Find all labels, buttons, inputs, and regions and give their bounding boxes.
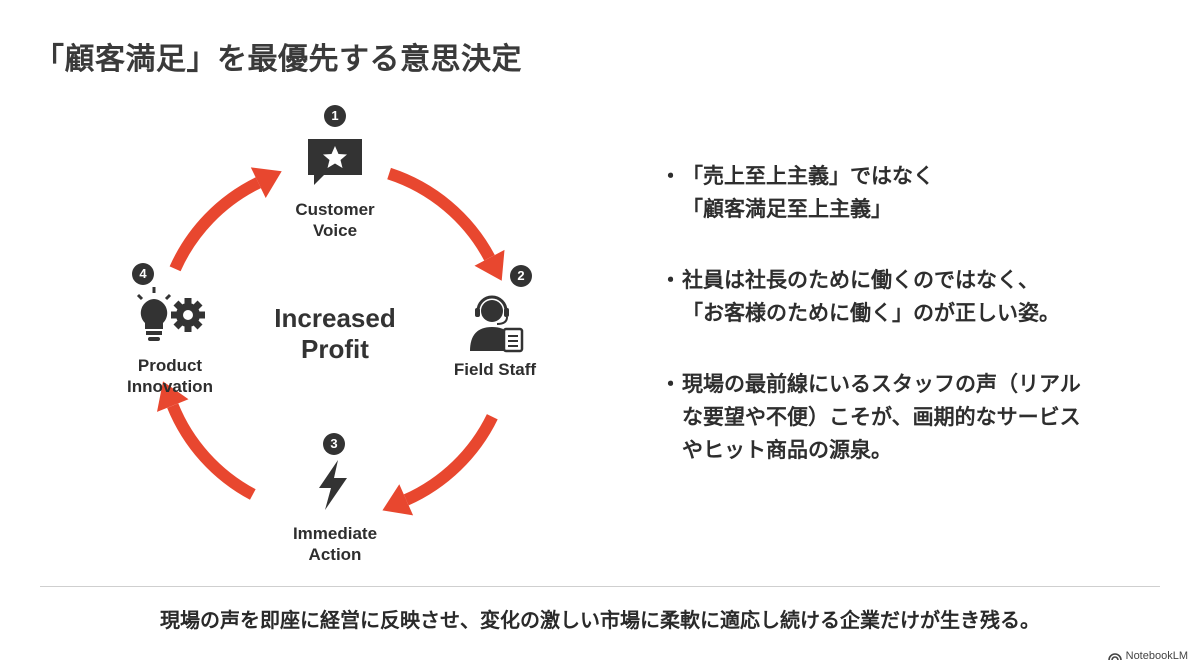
- bullet-item: ・ 「売上至上主義」ではなく 「顧客満足至上主義」: [660, 160, 1180, 226]
- bullet-marker: ・: [660, 268, 681, 292]
- bullet-line: 「売上至上主義」ではなく: [682, 164, 934, 188]
- cycle-diagram: 1 Customer Voice 2 Field Staff 3 Immedia…: [100, 95, 570, 585]
- arrow-staff-to-action-head: [382, 484, 414, 516]
- speech-bubble-star-icon: [308, 139, 362, 185]
- arrow-innovation-to-voice: [169, 177, 261, 272]
- center-label: Increased Profit: [250, 303, 420, 365]
- step-number-1: 1: [324, 105, 346, 127]
- cycle-arrows: [157, 167, 505, 516]
- arrow-innovation-to-voice-head: [250, 167, 282, 198]
- arrow-action-to-innovation: [167, 403, 256, 500]
- bullet-marker: ・: [660, 372, 681, 396]
- lightning-bolt-icon: [319, 460, 347, 510]
- node-label-line2: Innovation: [127, 377, 213, 396]
- arrow-voice-to-staff: [387, 167, 495, 261]
- bullet-marker: ・: [660, 164, 681, 188]
- bullet-item: ・ 社員は社長のために働くのではなく、 「お客様のために働く」のが正しい姿。: [660, 264, 1180, 330]
- slide-title: 「顧客満足」を最優先する意思決定: [34, 42, 522, 77]
- bullet-item: ・ 現場の最前線にいるスタッフの声（リアル な要望や不便）こそが、画期的なサービ…: [660, 368, 1180, 467]
- center-label-line2: Profit: [301, 334, 369, 364]
- node-label-line1: Immediate: [292, 524, 378, 543]
- node-label-line1: Product: [137, 356, 203, 375]
- node-label-line1: Field Staff: [453, 360, 537, 379]
- node-label-line2: Action: [308, 545, 362, 564]
- bullet-line: な要望や不便）こそが、画期的なサービス: [682, 405, 1081, 429]
- node-label-line1: Customer: [295, 200, 375, 219]
- bullet-line: 「顧客満足至上主義」: [682, 197, 892, 221]
- bullet-line: 現場の最前線にいるスタッフの声（リアル: [682, 372, 1081, 396]
- node-label-line2: Voice: [312, 221, 358, 240]
- lightbulb-gear-icon: [136, 287, 205, 341]
- node-immediate-action: Immediate Action: [265, 523, 405, 565]
- bullet-list: ・ 「売上至上主義」ではなく 「顧客満足至上主義」 ・ 社員は社長のために働くの…: [660, 160, 1180, 505]
- notebooklm-logo-icon: [1107, 653, 1122, 661]
- step-number-2: 2: [510, 265, 532, 287]
- brand-watermark: NotebookLM: [1107, 650, 1188, 662]
- headset-staff-icon: [470, 295, 524, 353]
- step-number-3: 3: [323, 433, 345, 455]
- node-field-staff: Field Staff: [430, 359, 560, 380]
- bullet-line: やヒット商品の源泉。: [682, 438, 892, 462]
- bullet-line: 「お客様のために働く」のが正しい姿。: [682, 301, 1060, 325]
- step-number-4: 4: [132, 263, 154, 285]
- node-product-innovation: Product Innovation: [100, 355, 240, 397]
- footer-divider: [40, 586, 1160, 587]
- footer-statement: 現場の声を即座に経営に反映させ、変化の激しい市場に柔軟に適応し続ける企業だけが生…: [160, 608, 1040, 632]
- arrow-action-to-innovation-head: [157, 381, 189, 412]
- brand-label: NotebookLM: [1125, 650, 1188, 662]
- arrow-voice-to-staff-head: [474, 249, 505, 281]
- arrow-staff-to-action: [403, 414, 498, 506]
- center-label-line1: Increased: [274, 303, 396, 333]
- node-customer-voice: Customer Voice: [270, 199, 400, 241]
- bullet-line: 社員は社長のために働くのではなく、: [682, 268, 1039, 292]
